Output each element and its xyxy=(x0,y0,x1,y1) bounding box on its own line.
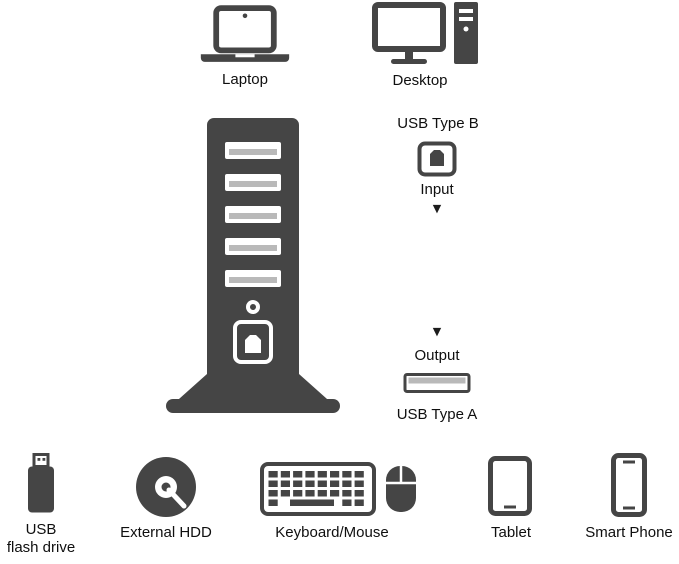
input-label: Input xyxy=(420,181,454,198)
keyboard-icon xyxy=(260,462,376,516)
tablet-label: Tablet xyxy=(490,524,532,541)
laptop-icon xyxy=(197,4,293,66)
usb-type-a-label: USB Type A xyxy=(396,406,478,423)
usb-flash-drive-label-line1: USB xyxy=(25,521,57,538)
usb-type-a-icon xyxy=(403,371,471,395)
usb-flash-drive-icon xyxy=(21,452,61,516)
smart-phone-icon xyxy=(611,453,647,517)
mouse-icon xyxy=(384,464,418,514)
external-hdd-icon xyxy=(134,455,198,519)
usb-flash-drive-label-line2: flash drive xyxy=(6,539,76,556)
desktop-label: Desktop xyxy=(392,72,448,89)
usb-hub-tower-icon xyxy=(155,118,351,416)
desktop-icon xyxy=(372,2,482,66)
laptop-label: Laptop xyxy=(222,71,268,88)
external-hdd-label: External HDD xyxy=(120,524,212,541)
smart-phone-label: Smart Phone xyxy=(585,524,673,541)
output-label: Output xyxy=(414,347,460,364)
arrow-down-input-icon: ▼ xyxy=(432,202,442,215)
keyboard-mouse-label: Keyboard/Mouse xyxy=(275,524,389,541)
arrow-down-output-icon: ▼ xyxy=(432,325,442,338)
tablet-icon xyxy=(488,456,532,516)
usb-type-b-label: USB Type B xyxy=(397,115,479,132)
usb-type-b-icon xyxy=(417,141,457,177)
